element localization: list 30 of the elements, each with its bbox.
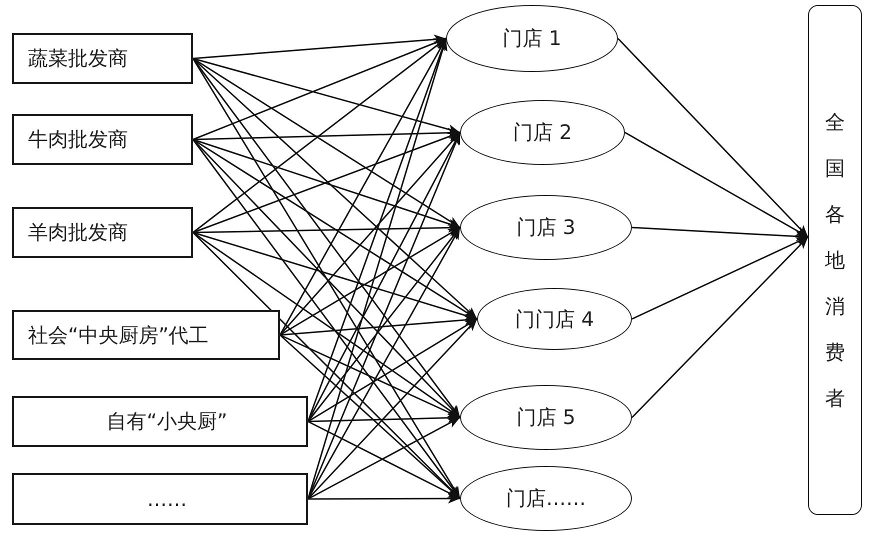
arrow [192,58,460,134]
arrow [624,132,808,238]
arrow [632,236,808,320]
arrow [192,58,461,499]
arrow [308,318,478,422]
supplier-box: 牛肉批发商 [12,114,193,165]
supplier-box: 社会“中央厨房”代工 [12,310,280,360]
store-ellipse: 门店 1 [446,5,618,72]
store-ellipse: 门店…… [460,466,632,531]
supplier-box: 自有“小央厨” [12,396,308,447]
arrow [308,412,460,423]
arrow [632,226,808,242]
supplier-box: 蔬菜批发商 [12,33,193,84]
consumer-box: 全国各地消费者 [808,5,862,515]
arrow [617,38,809,238]
store-ellipse: 门店 5 [460,385,632,450]
arrow [192,58,460,228]
store-ellipse: 门门店 4 [477,288,632,350]
arrow [192,38,446,140]
arrow [192,222,460,234]
arrow [307,318,478,500]
supplier-box: 羊肉批发商 [12,207,193,258]
store-ellipse: 门店 2 [460,100,625,165]
store-ellipse: 门店 3 [460,195,632,260]
arrow [308,494,460,504]
arrow [631,236,809,418]
arrow [280,226,460,336]
arrow [280,315,478,336]
arrow [192,34,446,60]
supplier-box: …… [12,473,308,525]
